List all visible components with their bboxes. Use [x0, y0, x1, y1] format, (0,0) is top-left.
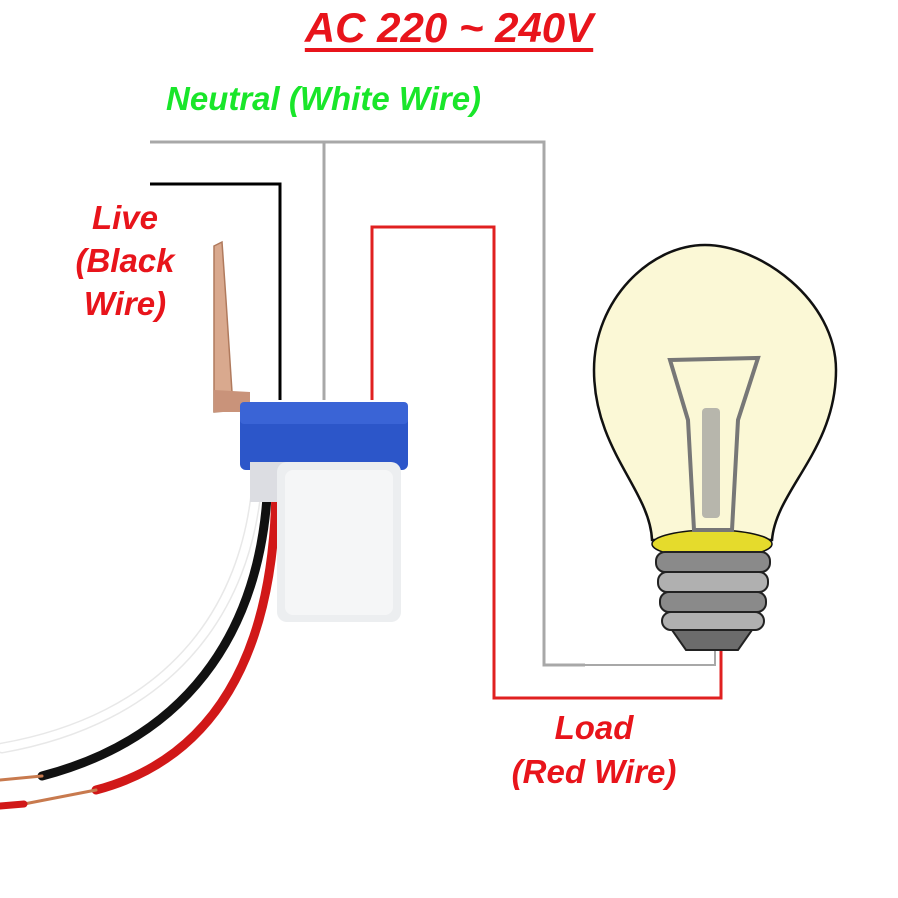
live-wire-label: Live (Black Wire)	[60, 196, 190, 325]
load-label-line1: Load	[554, 709, 634, 746]
voltage-title: AC 220 ~ 240V	[0, 4, 898, 52]
neutral-wire	[150, 140, 716, 667]
live-label-line2: (Black	[75, 242, 175, 279]
load-wire-label: Load (Red Wire)	[494, 706, 694, 794]
light-bulb-icon	[592, 243, 838, 651]
sensor-leads	[0, 464, 281, 810]
load-wire	[370, 225, 723, 700]
voltage-title-text: AC 220 ~ 240V	[304, 4, 594, 51]
load-label-line2: (Red Wire)	[511, 753, 677, 790]
neutral-wire-label: Neutral (White Wire)	[166, 80, 482, 117]
live-wire	[150, 182, 282, 400]
photocell-sensor	[240, 402, 408, 622]
mounting-bracket-icon	[213, 240, 250, 413]
live-label-line3: Wire)	[83, 285, 167, 322]
live-label-line1: Live	[91, 199, 159, 236]
